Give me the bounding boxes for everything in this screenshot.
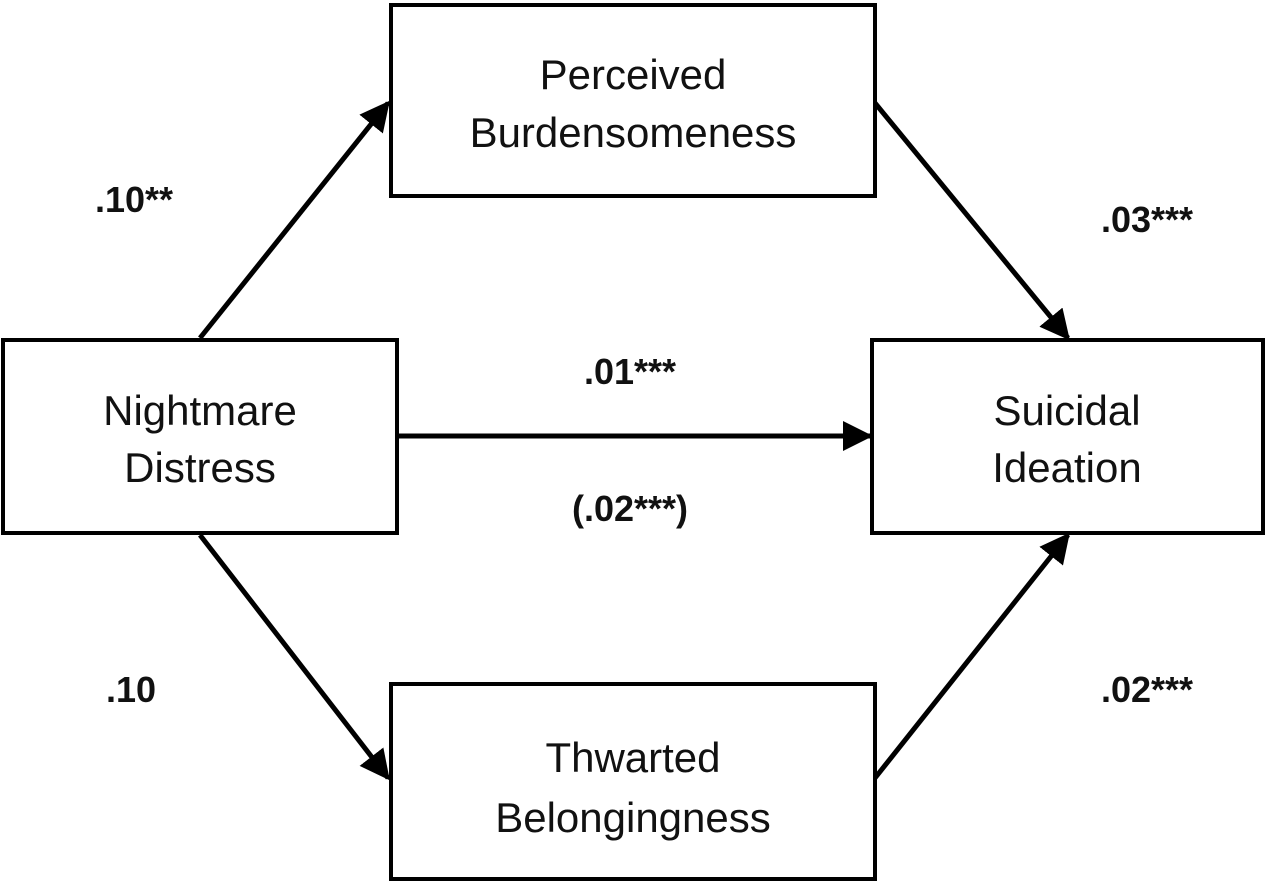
node-suicidal-ideation-line1: Suicidal	[993, 387, 1140, 434]
edge-burdensomeness-to-ideation	[873, 101, 1070, 341]
coef-direct-effect: .01***	[584, 351, 676, 392]
edge-nightmare-to-belongingness	[198, 533, 390, 781]
node-thwarted-belongingness-line1: Thwarted	[545, 734, 720, 781]
node-perceived-burdensomeness-line2: Burdensomeness	[470, 109, 797, 156]
node-nightmare-distress-line1: Nightmare	[103, 387, 297, 434]
coef-total-effect: (.02***)	[572, 488, 688, 529]
coef-nightmare-to-belongingness: .10	[106, 669, 156, 710]
node-suicidal-ideation-line2: Ideation	[992, 444, 1141, 491]
coef-belongingness-to-ideation: .02***	[1101, 669, 1193, 710]
node-suicidal-ideation: Suicidal Ideation	[870, 338, 1265, 535]
edge-belongingness-to-ideation	[873, 532, 1070, 780]
coef-burdensomeness-to-ideation: .03***	[1101, 199, 1193, 240]
node-thwarted-belongingness: Thwarted Belongingness	[389, 682, 877, 881]
node-nightmare-distress-line2: Distress	[124, 444, 276, 491]
node-perceived-burdensomeness-line1: Perceived	[540, 51, 727, 98]
edge-nightmare-to-burdensomeness	[198, 100, 390, 340]
coef-nightmare-to-burdensomeness: .10**	[95, 179, 173, 220]
node-nightmare-distress: Nightmare Distress	[1, 338, 399, 535]
node-thwarted-belongingness-line2: Belongingness	[495, 794, 771, 841]
node-perceived-burdensomeness: Perceived Burdensomeness	[389, 3, 877, 198]
